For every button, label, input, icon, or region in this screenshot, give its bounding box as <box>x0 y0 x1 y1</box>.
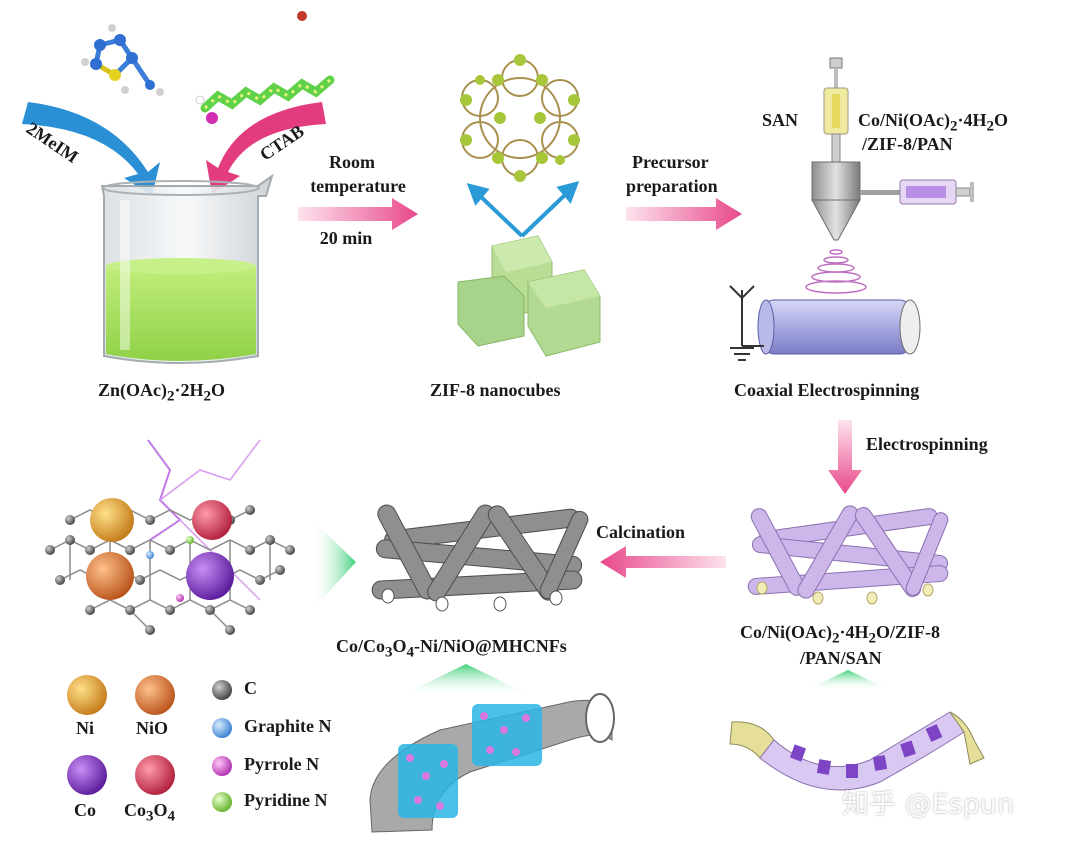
zoom-glow-product <box>400 664 532 696</box>
carbon-fiber-mat-icon <box>371 504 589 612</box>
beaker-label: Zn(OAc)2·2H2O <box>98 380 226 405</box>
legend-ni-label: Ni <box>76 718 94 738</box>
fiber-precursor-label: Co/Ni(OAc)2·4H2O/ZIF-8 <box>740 622 941 647</box>
legend-graphite-n-icon <box>212 718 232 738</box>
jet-spiral-icon <box>805 249 867 294</box>
coaxial-precursor-fiber-icon <box>729 711 985 791</box>
beaker-icon <box>100 173 274 364</box>
precursor-fiber-mat-icon <box>747 505 949 605</box>
ni-particle-icon <box>90 498 134 542</box>
core-solution-label: Co/Ni(OAc)2·4H2O <box>858 110 1009 135</box>
legend-pyrrole-n-icon <box>212 756 232 776</box>
san-label: SAN <box>762 110 799 130</box>
2meim-arrow <box>22 102 160 196</box>
legend-graphite-n-label: Graphite N <box>244 716 332 736</box>
zoom-glow-left <box>312 520 356 610</box>
legend-nio-label: NiO <box>136 718 169 738</box>
syringe-top-icon <box>823 57 849 163</box>
hollow-fiber-icon <box>369 693 615 833</box>
legend-co3o4-icon <box>135 755 175 795</box>
zif8-label: ZIF-8 nanocubes <box>430 380 561 400</box>
legend-co-icon <box>67 755 107 795</box>
zif8-zoom-lines <box>466 181 580 238</box>
collector-drum-icon <box>757 299 921 355</box>
zif8-nanocubes-icon <box>457 235 601 357</box>
step2-label-precursor: Precursor <box>632 152 709 172</box>
legend-pyrrole-n-label: Pyrrole N <box>244 754 320 774</box>
ctab-arrow <box>206 102 326 194</box>
step1-arrow <box>298 198 418 230</box>
legend-nio-icon <box>135 675 175 715</box>
fiber-precursor-label-line2: /PAN/SAN <box>800 648 882 668</box>
step4-label: Calcination <box>596 522 686 542</box>
legend-pyridine-n-icon <box>212 792 232 812</box>
graphene-sheet-icon <box>45 439 295 635</box>
step2-arrow <box>626 198 742 230</box>
step4-arrow <box>600 546 726 578</box>
zif8-framework-icon <box>460 54 580 182</box>
core-solution-label-line2: /ZIF-8/PAN <box>862 134 953 154</box>
ctab-molecule-icon <box>195 11 335 124</box>
step3-label: Electrospinning <box>866 434 988 454</box>
watermark-text: 知乎 @Espun <box>842 789 1015 820</box>
nio-particle-icon <box>86 552 134 600</box>
ground-symbol-icon <box>729 285 764 361</box>
legend-pyridine-n-label: Pyridine N <box>244 790 328 810</box>
legend-c-icon <box>212 680 232 700</box>
step3-arrow <box>828 420 862 494</box>
product-label: Co/Co3O4-Ni/NiO@MHCNFs <box>336 636 567 661</box>
step1-label-duration: 20 min <box>319 228 373 248</box>
coaxial-nozzle-icon <box>811 161 900 241</box>
co3o4-particle-icon <box>192 500 232 540</box>
legend-co3o4-label: Co3O4 <box>124 800 176 825</box>
legend-c-label: C <box>244 678 257 698</box>
zoom-glow-precursor <box>806 670 890 690</box>
syringe-side-icon <box>899 179 974 205</box>
legend-ni-icon <box>67 675 107 715</box>
step2-label-preparation: preparation <box>626 176 718 196</box>
co-particle-icon <box>186 552 234 600</box>
step1-label-temperature: temperature <box>310 176 406 196</box>
legend-co-label: Co <box>74 800 96 820</box>
coaxial-electrospinning-label: Coaxial Electrospinning <box>734 380 920 400</box>
2meim-molecule-icon <box>81 24 164 96</box>
step1-label-room: Room <box>329 152 375 172</box>
